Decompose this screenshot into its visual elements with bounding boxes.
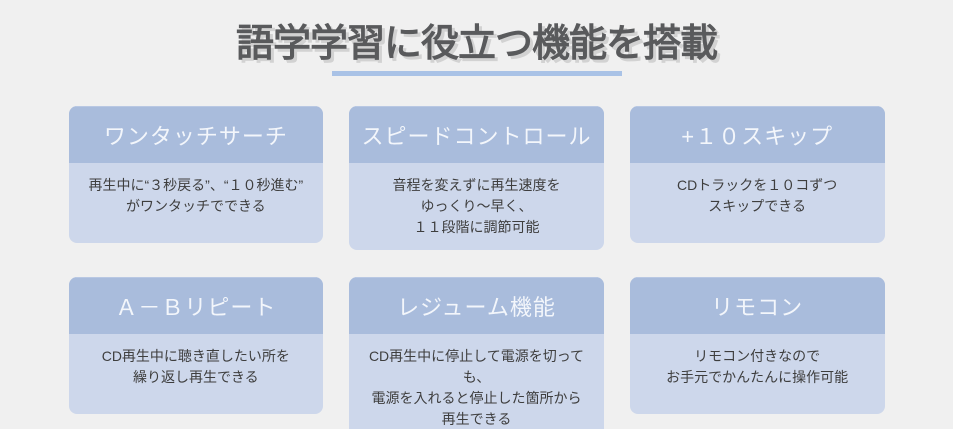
feature-card-description: CD再生中に聴き直したい所を 繰り返し再生できる bbox=[101, 347, 290, 385]
feature-card-heading: ワンタッチサーチ bbox=[68, 105, 324, 163]
feature-card-heading: リモコン bbox=[629, 276, 885, 334]
feature-card-heading: スピードコントロール bbox=[349, 105, 604, 163]
feature-card-remote-control: リモコン リモコン付きなので お手元でかんたんに操作可能 bbox=[629, 276, 885, 414]
feature-card-heading: +１０スキップ bbox=[629, 105, 885, 163]
feature-card-plus10-skip: +１０スキップ CDトラックを１０コずつ スキップできる bbox=[629, 105, 885, 243]
feature-card-heading: Ａ－Ｂリピート bbox=[68, 276, 324, 334]
title-block: 語学学習に役立つ機能を搭載 bbox=[0, 0, 953, 76]
feature-card-description: CDトラックを１０コずつ スキップできる bbox=[677, 176, 838, 214]
feature-card-speed-control: スピードコントロール 音程を変えずに再生速度を ゆっくり～早く、 １１段階に調節… bbox=[349, 105, 604, 250]
feature-card-resume: レジューム機能 CD再生中に停止して電源を切っても、 電源を入れると停止した箇所… bbox=[349, 276, 604, 429]
feature-grid: ワンタッチサーチ 再生中に“３秒戻る”、“１０秒進む” がワンタッチでできる ス… bbox=[68, 105, 885, 429]
page-title: 語学学習に役立つ機能を搭載 bbox=[235, 23, 718, 65]
feature-card-description: リモコン付きなので お手元でかんたんに操作可能 bbox=[666, 347, 849, 385]
title-underline bbox=[331, 70, 622, 76]
feature-card-heading: レジューム機能 bbox=[349, 276, 604, 334]
feature-card-description: 再生中に“３秒戻る”、“１０秒進む” がワンタッチでできる bbox=[88, 176, 304, 214]
feature-card-description: CD再生中に停止して電源を切っても、 電源を入れると停止した箇所から 再生できる bbox=[368, 347, 585, 427]
feature-card-ab-repeat: Ａ－Ｂリピート CD再生中に聴き直したい所を 繰り返し再生できる bbox=[68, 276, 324, 414]
feature-card-description: 音程を変えずに再生速度を ゆっくり～早く、 １１段階に調節可能 bbox=[392, 176, 561, 235]
feature-card-one-touch-search: ワンタッチサーチ 再生中に“３秒戻る”、“１０秒進む” がワンタッチでできる bbox=[68, 105, 324, 243]
